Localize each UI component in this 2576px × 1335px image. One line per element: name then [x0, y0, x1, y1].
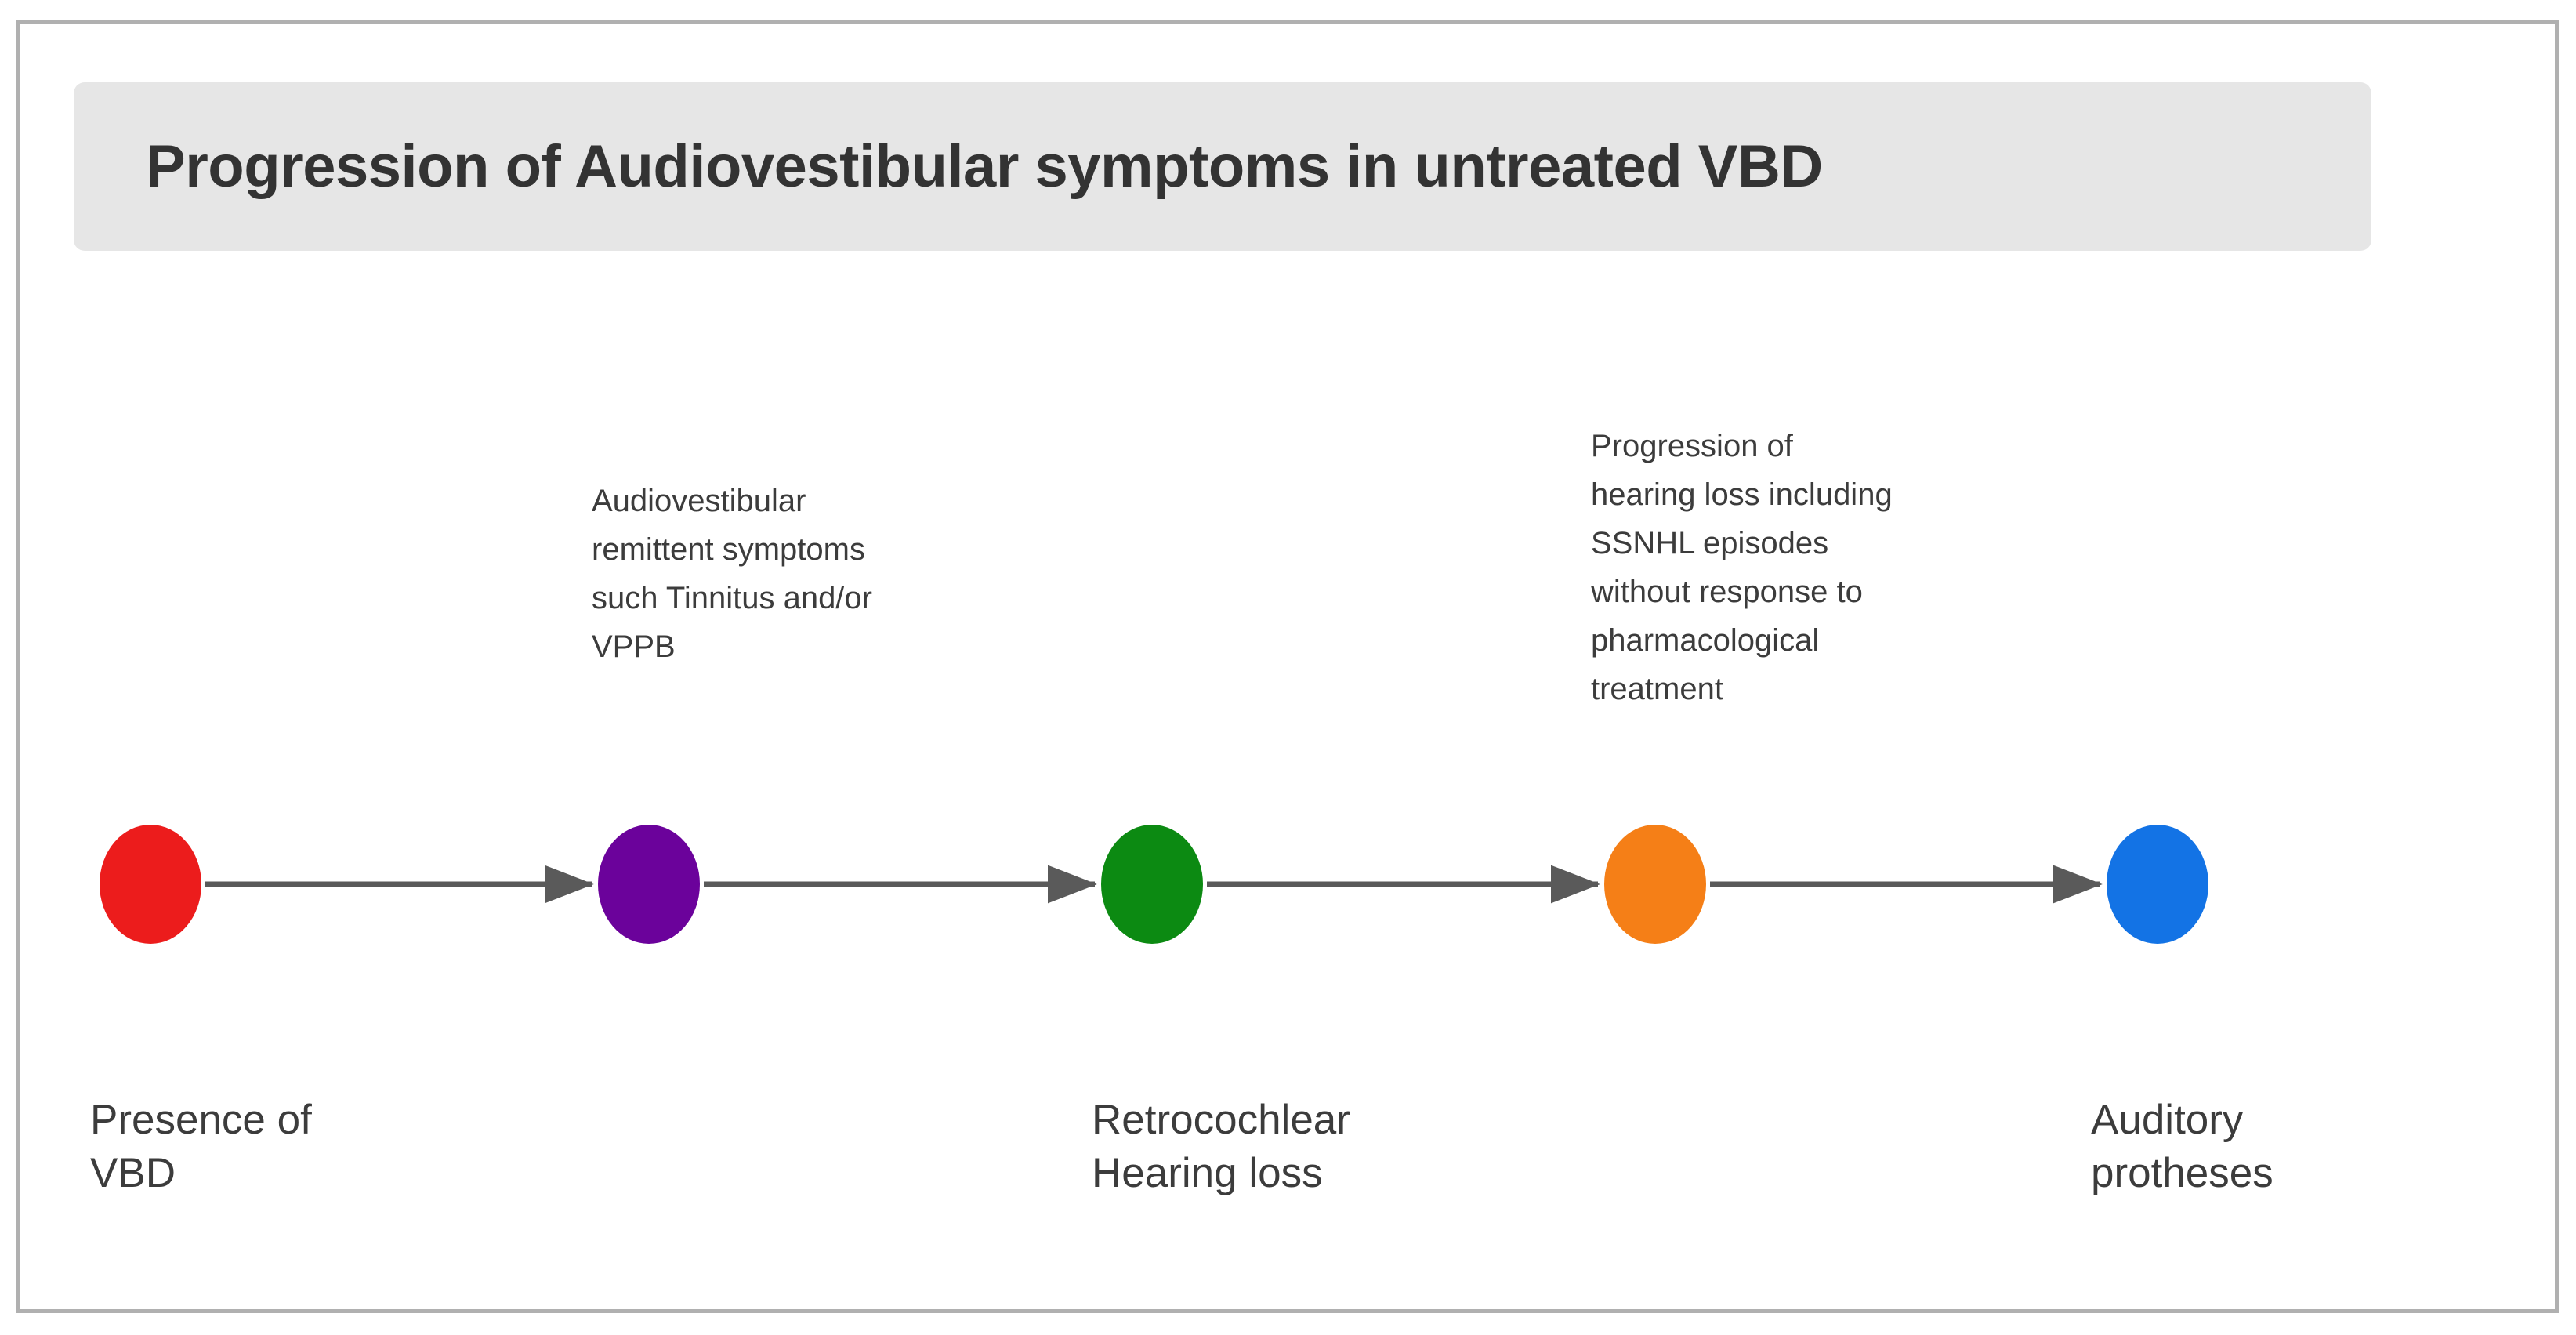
stage-node-2[interactable]: [598, 825, 700, 944]
page-title: Progression of Audiovestibular symptoms …: [146, 132, 1823, 200]
stage-3-label: Retrocochlear Hearing loss: [1092, 1097, 1350, 1196]
stage-node-1[interactable]: [100, 825, 201, 944]
stage-node-3[interactable]: [1101, 825, 1203, 944]
stage-node-5[interactable]: [2107, 825, 2208, 944]
stage-node-4[interactable]: [1604, 825, 1706, 944]
title-banner: Progression of Audiovestibular symptoms …: [74, 82, 2371, 251]
stage-4-callout: Progression of hearing loss including SS…: [1591, 429, 1893, 706]
stage-5-label: Auditory protheses: [2091, 1097, 2273, 1196]
stage-1-label: Presence of VBD: [90, 1097, 312, 1196]
stage-2-callout: Audiovestibular remittent symptoms such …: [592, 484, 872, 664]
